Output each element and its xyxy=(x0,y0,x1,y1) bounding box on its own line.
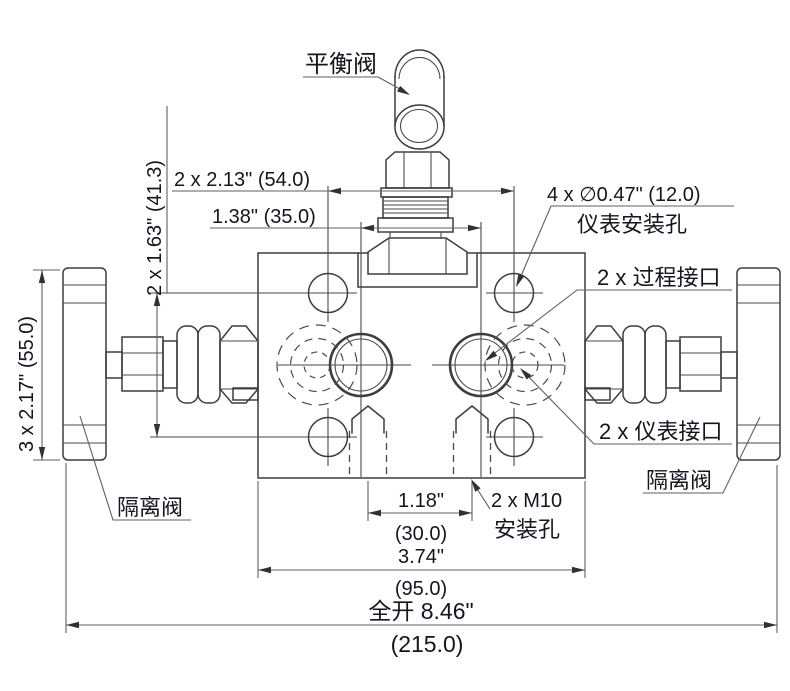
centerlines xyxy=(150,186,564,477)
m10-label-2: 安装孔 xyxy=(494,517,560,542)
callout-process-ports: 2 x 过程接口 xyxy=(485,265,732,361)
instrument-ports-label: 2 x 仪表接口 xyxy=(599,419,722,444)
instrument-mounting-holes xyxy=(307,272,535,458)
callout-m10-mounting-holes: 2 x M10 安装孔 xyxy=(471,479,562,542)
dim-port-spacing: 1.38" (35.0) xyxy=(210,206,481,232)
dim-hole-spacing-vertical: 2 x 1.63" (41.3) xyxy=(144,106,168,437)
isolation-valve-left-assembly xyxy=(62,267,259,461)
dim-35-label: 1.38" (35.0) xyxy=(212,206,316,228)
dim-30-mm: (30.0) xyxy=(395,523,447,545)
dim-30-in: 1.18" xyxy=(398,490,444,512)
dim-215-mm: (215.0) xyxy=(391,631,464,657)
dim-handle-length: 3 x 2.17" (55.0) xyxy=(16,269,60,461)
callout-balance-valve: 平衡阀 xyxy=(303,51,410,95)
instrument-mounting-holes-label-2: 仪表安装孔 xyxy=(577,212,687,237)
dim-95-mm: (95.0) xyxy=(395,578,447,600)
m10-mounting-holes xyxy=(348,405,492,477)
dim-m10-spacing: 1.18" (30.0) xyxy=(367,481,473,545)
dim-215-in: 全开 8.46" xyxy=(368,598,473,624)
dim-hole-spacing-horizontal: 2 x 2.13" (54.0) xyxy=(172,169,514,195)
isolation-valve-right-assembly xyxy=(584,267,781,461)
process-ports-label: 2 x 过程接口 xyxy=(597,265,720,290)
m10-label-1: 2 x M10 xyxy=(491,490,562,512)
callout-instrument-mounting-holes: 4 x ∅0.47" (12.0) 仪表安装孔 xyxy=(516,184,734,287)
dim-body-width: 3.74" (95.0) xyxy=(257,481,586,600)
callout-isolation-valve-left: 隔离阀 xyxy=(79,415,191,521)
balance-valve-label: 平衡阀 xyxy=(305,51,377,78)
callout-isolation-valve-right: 隔离阀 xyxy=(643,416,761,494)
stem-boss xyxy=(357,252,478,288)
process-connection-bores xyxy=(276,324,566,406)
instrument-connection-bores xyxy=(328,332,514,398)
callout-instrument-ports: 2 x 仪表接口 xyxy=(520,368,732,445)
dim-41-label: 2 x 1.63" (41.3) xyxy=(144,160,166,296)
dim-full-open-width: 全开 8.46" (215.0) xyxy=(65,463,778,657)
dim-55-label: 3 x 2.17" (55.0) xyxy=(16,316,38,452)
dim-95-in: 3.74" xyxy=(398,546,444,568)
isolation-valve-left-label: 隔离阀 xyxy=(117,495,183,520)
dim-54-label: 2 x 2.13" (54.0) xyxy=(174,169,310,191)
balance-valve-assembly xyxy=(367,49,468,275)
isolation-valve-right-label: 隔离阀 xyxy=(646,468,712,493)
instrument-mounting-holes-label-1: 4 x ∅0.47" (12.0) xyxy=(547,184,701,206)
